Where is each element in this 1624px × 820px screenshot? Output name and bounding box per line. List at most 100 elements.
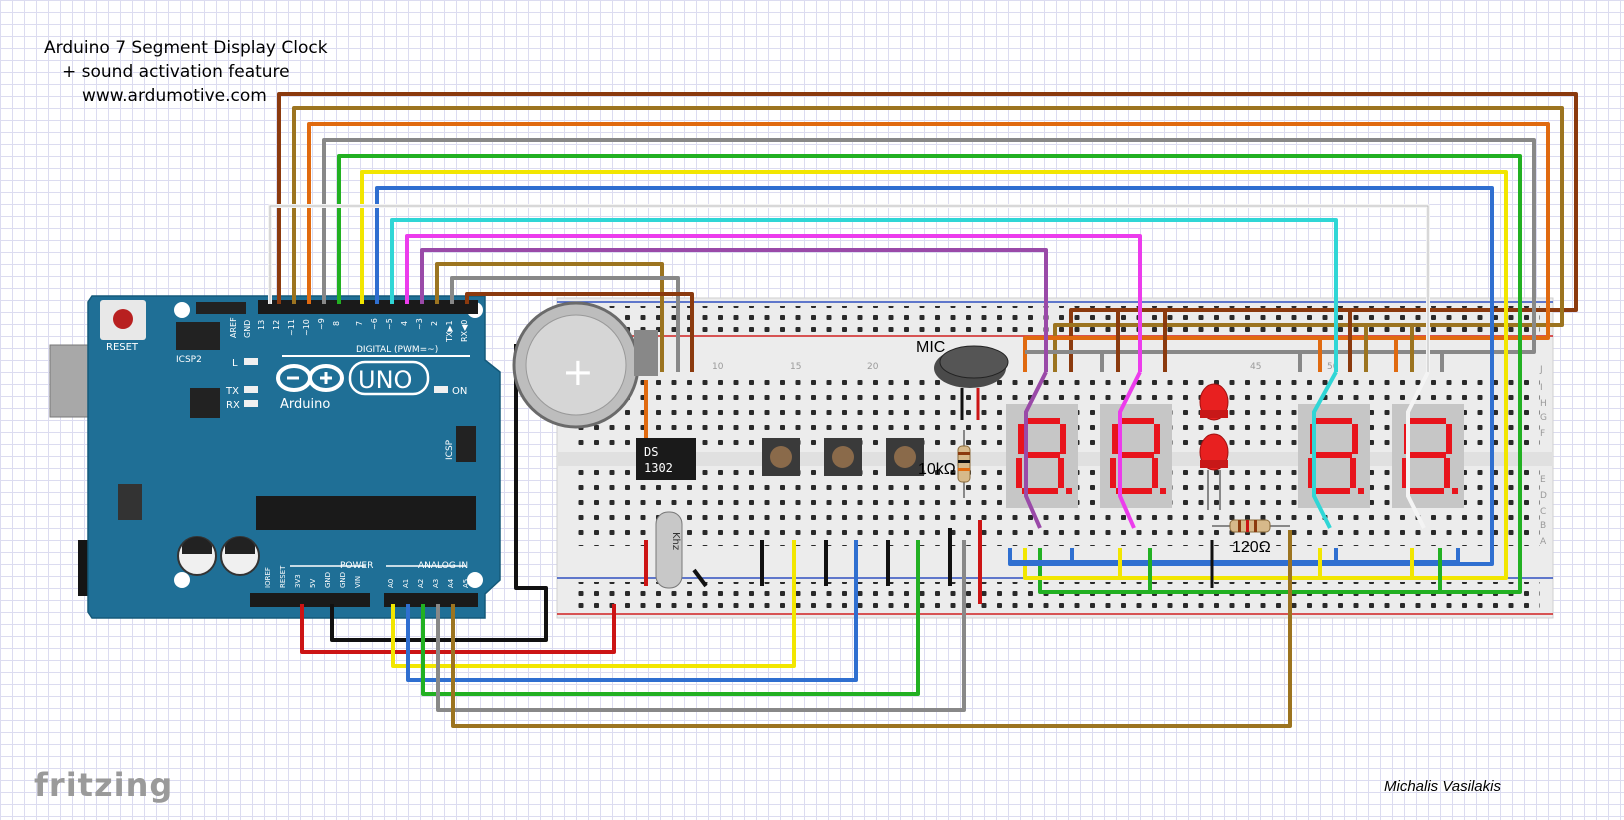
pin-a5: A5 (462, 579, 470, 588)
pin-tx1: TX▶1 (445, 320, 454, 343)
arduino-uno-board: RESET ICSP2 AREF GND 13 12 ~11 ~10 ~9 8 … (49, 295, 501, 619)
bb-col-45: 45 (1250, 362, 1261, 372)
wire-blue-a1 (406, 540, 858, 682)
button-2[interactable] (832, 446, 854, 468)
pin-2: 2 (430, 321, 439, 326)
pin-gnd-2: GND (339, 572, 347, 588)
red-leds (1199, 383, 1229, 510)
bb-row-a: A (1540, 537, 1547, 547)
wire-purple (420, 248, 1048, 372)
resistor-10k-label: 10kΩ (918, 461, 956, 478)
bottom-wires (300, 344, 1292, 728)
bb-col-20: 20 (867, 362, 879, 372)
crystal: Khz (655, 511, 683, 589)
pin-a0: A0 (387, 579, 395, 588)
title-line-2: + sound activation feature (62, 62, 290, 82)
pin-gnd: GND (243, 320, 252, 338)
pin-3v3: 3V3 (294, 574, 302, 588)
pin-3: ~3 (415, 318, 424, 330)
pin-10: ~10 (302, 319, 311, 336)
fritzing-logo: fritzing (34, 766, 174, 804)
wire-magenta (405, 234, 1142, 372)
wire-brown (277, 92, 1578, 372)
wire-gray-a3 (436, 540, 966, 712)
wire-brown-2 (465, 292, 694, 372)
diagram-title: Arduino 7 Segment Display Clock + sound … (44, 36, 328, 108)
pin-13: 13 (257, 320, 266, 330)
push-buttons (762, 438, 924, 476)
wire-black-gnd (330, 344, 548, 642)
wire-green-a2 (421, 540, 920, 696)
pin-8: 8 (332, 321, 341, 326)
resistor-120-label: 120Ω (1232, 539, 1271, 556)
icsp-label: ICSP (445, 439, 455, 460)
board-name: Arduino (280, 397, 330, 412)
wire-gray-2 (450, 276, 680, 372)
pin-12: 12 (272, 320, 281, 330)
reset-label: RESET (106, 342, 139, 353)
pin-aref: AREF (229, 317, 238, 338)
reset-button[interactable] (113, 309, 133, 329)
pin-5: ~5 (385, 318, 394, 330)
title-line-3: www.ardumotive.com (82, 86, 267, 106)
board-model: UNO (358, 366, 412, 394)
bb-row-e: E (1540, 475, 1546, 485)
wire-orange (307, 122, 1550, 372)
rtc-chip: DS 1302 (636, 438, 696, 480)
pin-a2: A2 (417, 579, 425, 588)
button-3[interactable] (894, 446, 916, 468)
pin-rx0: RX◀0 (460, 320, 469, 342)
pin-ioref: IOREF (264, 567, 272, 588)
crystal-label: Khz (670, 532, 681, 550)
seven-segment-displays (1006, 371, 1464, 529)
pin-6: ~6 (370, 318, 379, 330)
wire-white-outline (269, 205, 1429, 372)
bb-row-d: D (1540, 491, 1547, 501)
coin-battery: + (512, 301, 658, 429)
led-rx-label: RX (226, 400, 240, 411)
bb-row-c: C (1540, 507, 1546, 517)
bb-row-b: B (1540, 521, 1546, 531)
pin-a3: A3 (432, 579, 440, 588)
wire-yellow-a0 (391, 540, 796, 668)
bb-row-g: G (1540, 413, 1547, 423)
wire-green (337, 154, 1522, 594)
wire-cyan (390, 218, 1338, 372)
power-label: POWER (340, 561, 373, 571)
wire-red-3v3 (300, 604, 616, 654)
resistor-10k (957, 430, 971, 498)
title-line-1: Arduino 7 Segment Display Clock (44, 38, 328, 58)
bb-row-i: I (1540, 383, 1543, 393)
pin-9: ~9 (317, 318, 326, 330)
wire-olive-a4 (451, 530, 1292, 728)
icsp2-label: ICSP2 (176, 355, 202, 365)
pin-vin: VIN (354, 576, 362, 588)
bb-row-h: H (1540, 399, 1547, 409)
bb-row-j: J (1539, 365, 1543, 375)
pin-11: ~11 (287, 319, 296, 336)
mic-label: MIC (916, 339, 945, 356)
pin-gnd-1: GND (324, 572, 332, 588)
pin-reset: RESET (279, 565, 287, 588)
wire-olive (292, 106, 1564, 372)
bb-col-10: 10 (712, 362, 724, 372)
pin-a4: A4 (447, 578, 455, 588)
pin-4: 4 (400, 321, 409, 326)
bb-row-f: F (1540, 429, 1545, 439)
rtc-label-1: DS (644, 445, 658, 459)
led-l-label: L (232, 358, 238, 369)
pin-7: 7 (355, 321, 364, 326)
top-wires (268, 92, 1578, 594)
button-1[interactable] (770, 446, 792, 468)
digital-label: DIGITAL (PWM=~) (356, 345, 438, 355)
pin-5v: 5V (309, 579, 317, 588)
resistor-120 (1212, 519, 1290, 533)
on-label: ON (452, 386, 467, 397)
author-credit: Michalis Vasilakis (1384, 778, 1501, 795)
led-tx-label: TX (225, 386, 239, 397)
wire-olive-2 (435, 262, 664, 372)
wire-yellow (360, 170, 1508, 580)
pin-a1: A1 (402, 579, 410, 588)
bb-col-50: 50 (1327, 362, 1339, 372)
